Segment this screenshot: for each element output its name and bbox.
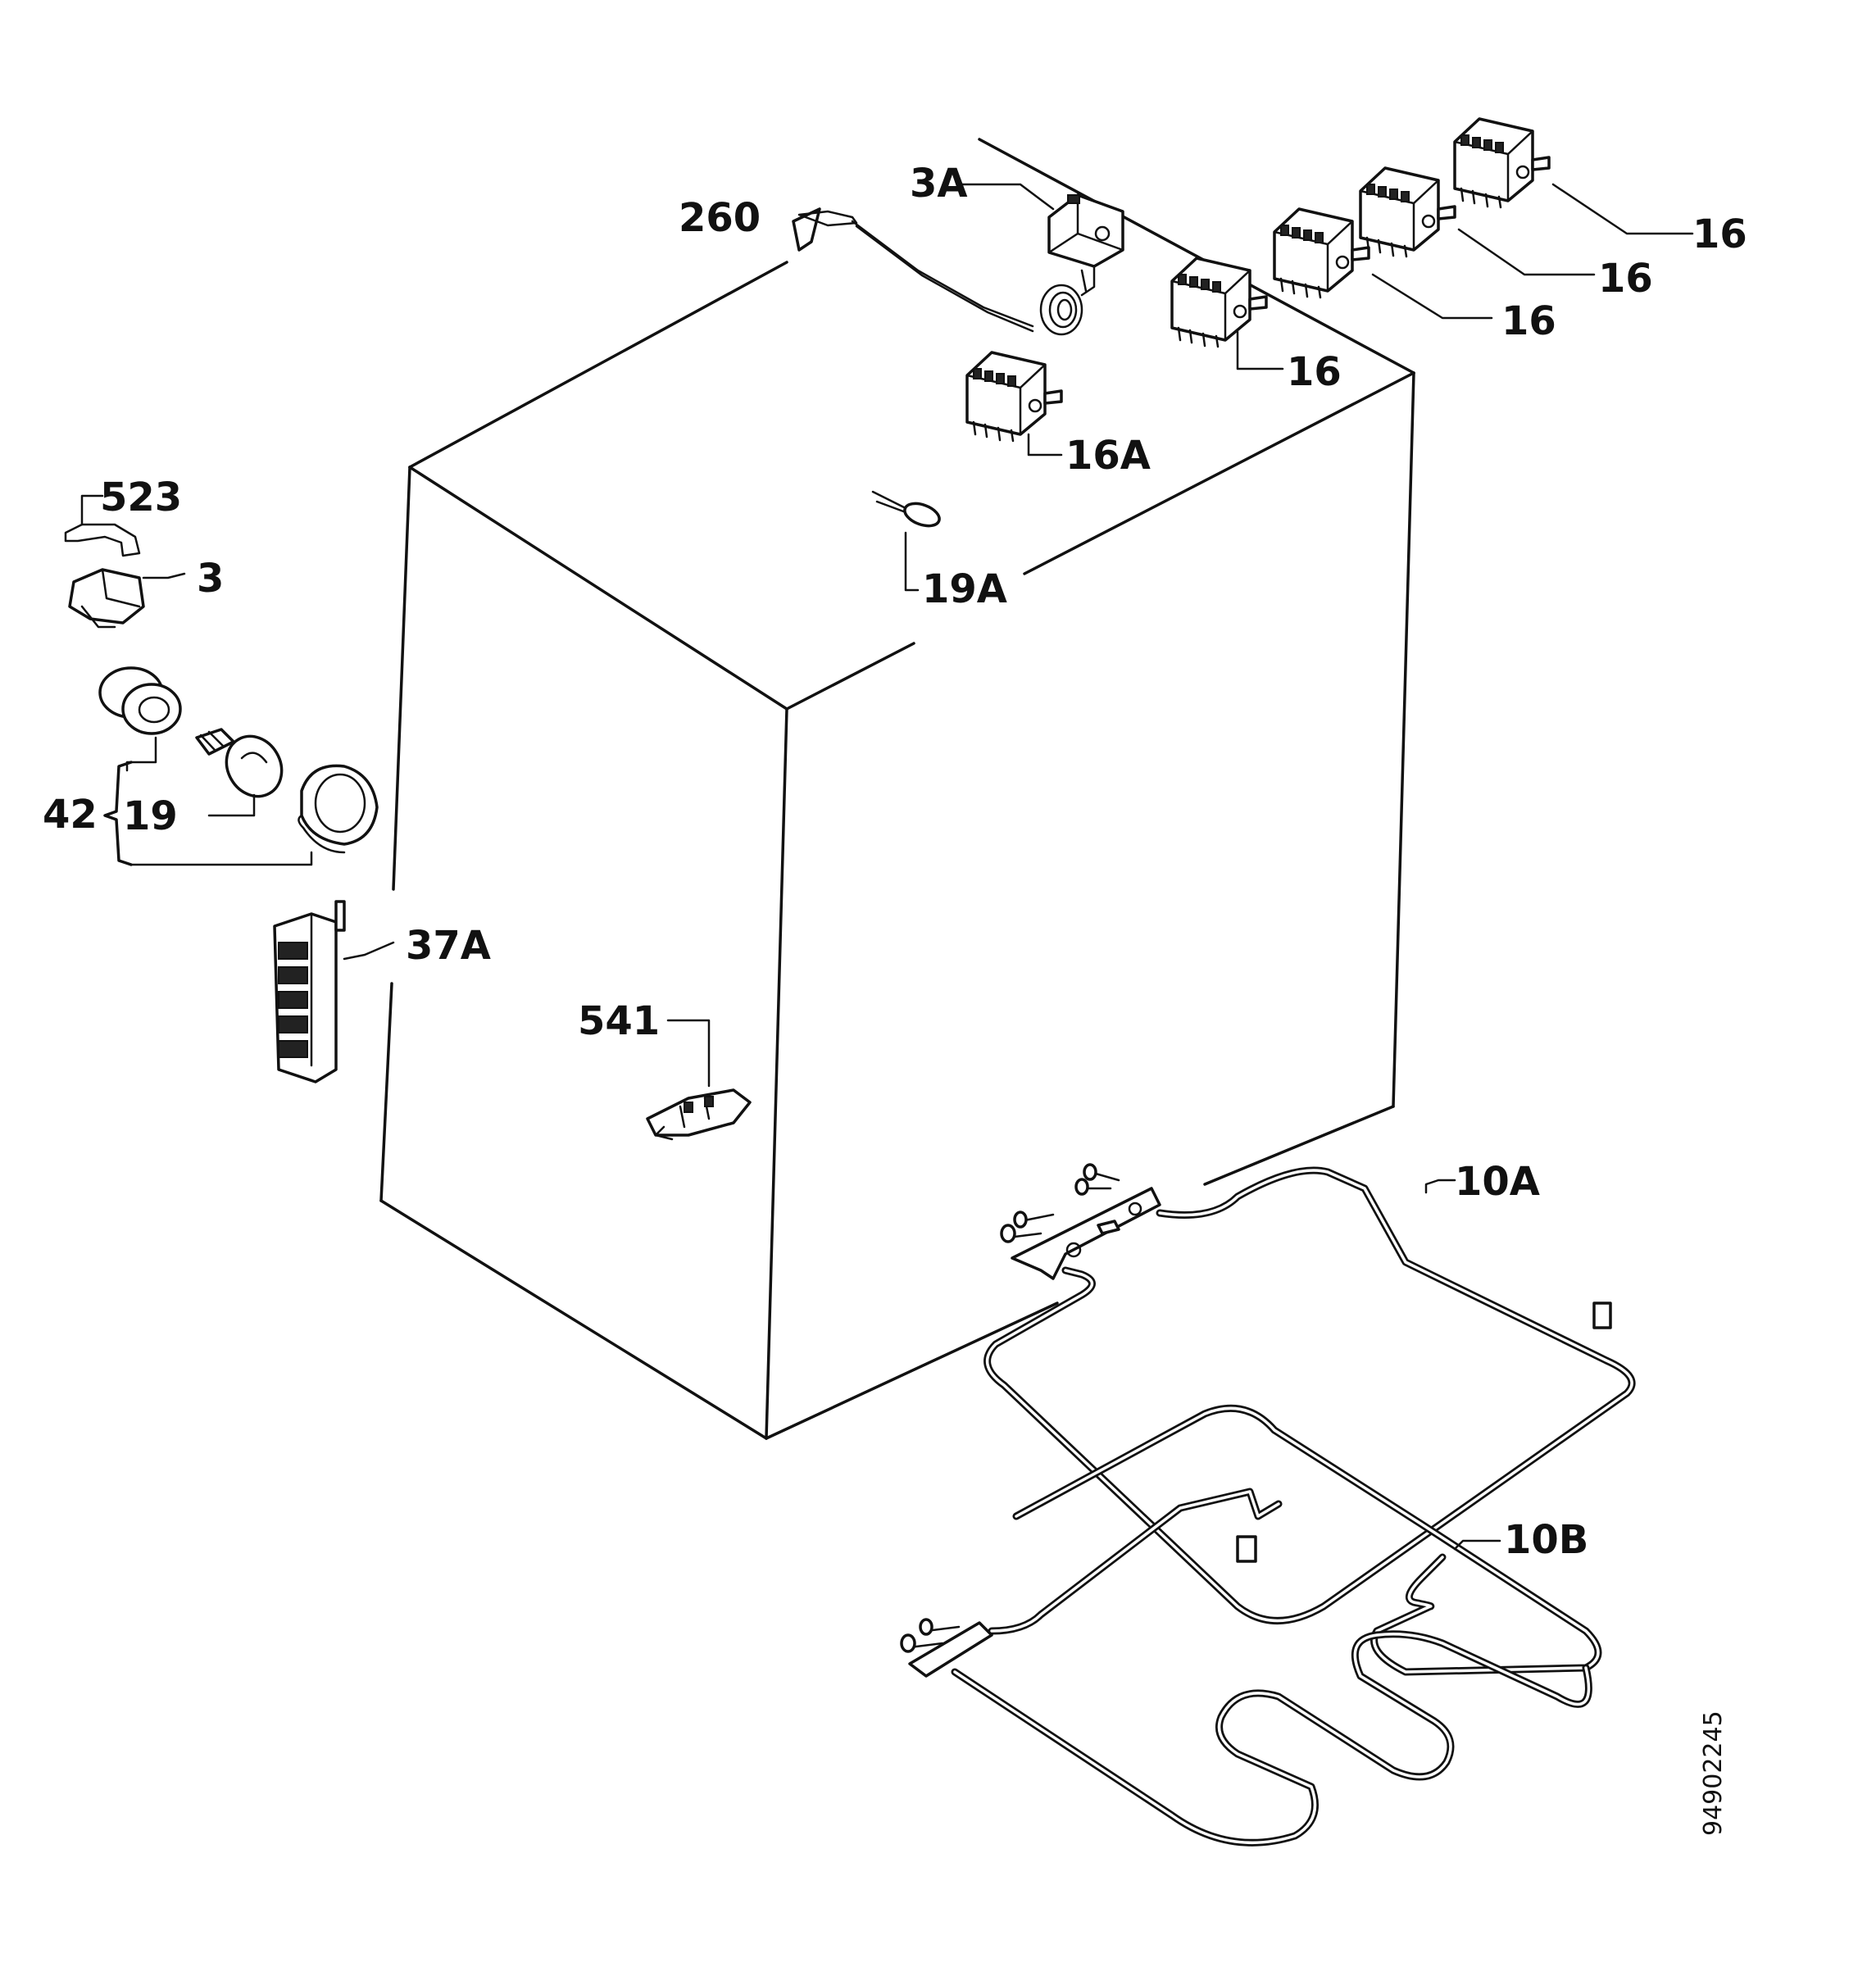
part-labels: 260 3A 16 16 16 16 16A 523 3 19A 42 19 3… <box>43 161 1747 1836</box>
part-541-bracket <box>646 1019 752 1141</box>
part-16-switch-d <box>1170 257 1268 348</box>
label-16A: 16A <box>1065 433 1151 479</box>
label-16-a: 16 <box>1692 211 1747 257</box>
label-10A: 10A <box>1455 1159 1540 1205</box>
label-3A: 3A <box>910 161 968 207</box>
part-10B-bottom-element <box>900 1404 1602 1847</box>
label-16-b: 16 <box>1598 256 1653 302</box>
label-37A: 37A <box>406 923 491 969</box>
label-3: 3 <box>197 556 224 602</box>
part-3A-thermostat <box>1039 193 1124 336</box>
part-16A-switch <box>965 351 1063 443</box>
part-10A-grill-element <box>983 1163 1636 1624</box>
label-523: 523 <box>100 475 182 520</box>
label-16-d: 16 <box>1287 349 1342 395</box>
oven-cabinet <box>379 138 1415 1440</box>
part-16-switch-b <box>1359 166 1456 258</box>
label-10B: 10B <box>1504 1517 1588 1563</box>
drawing-code: 94902245 <box>1699 1710 1728 1836</box>
label-260: 260 <box>679 195 761 241</box>
part-523-clip <box>64 494 141 557</box>
label-541: 541 <box>578 998 660 1044</box>
label-16-c: 16 <box>1501 298 1556 344</box>
part-37A-terminal-block <box>273 900 395 1083</box>
label-42: 42 <box>43 792 98 838</box>
label-19: 19 <box>123 793 178 839</box>
part-16-switch-a <box>1453 117 1551 209</box>
part-lamp-cover <box>129 764 379 866</box>
part-3-lamp-holder <box>68 568 186 629</box>
part-42-lamp-socket <box>98 666 182 772</box>
part-19-bulb <box>195 728 284 817</box>
part-260-probe <box>792 207 1034 333</box>
part-16-switch-c <box>1273 207 1370 299</box>
part-42-brace <box>103 761 133 866</box>
label-19A: 19A <box>922 566 1007 612</box>
part-19A-sensor <box>871 490 941 592</box>
